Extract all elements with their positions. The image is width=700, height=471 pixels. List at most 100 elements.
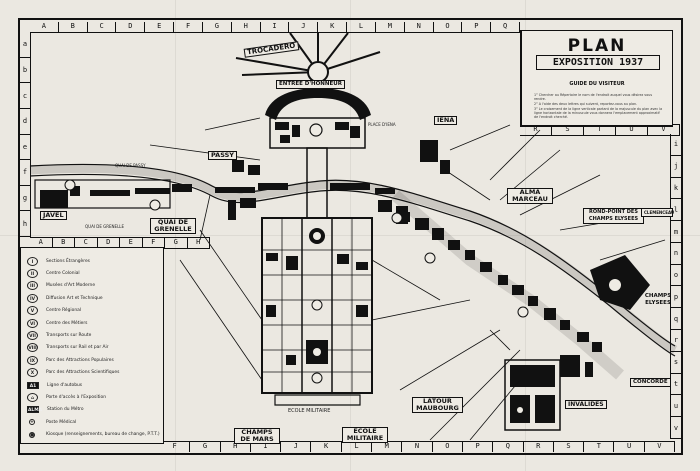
legend-label: Transports sur Route [46, 332, 92, 338]
guide-title: GUIDE DU VISITEUR [569, 81, 625, 87]
grid-column-label: G [165, 238, 188, 248]
fold-line [350, 0, 351, 471]
legend-symbol: II [27, 268, 38, 278]
grid-column-label: O [433, 442, 463, 452]
grid-row-label: o [671, 265, 681, 287]
grid-row-label: d [20, 109, 30, 135]
right-bank-exhibits [391, 140, 624, 380]
fold-line [0, 235, 700, 236]
grid-row-label: j [671, 156, 681, 178]
grid-row-label: s [671, 352, 681, 374]
grid-column-label: T [584, 442, 615, 452]
grid-column-label: H [188, 238, 210, 248]
label-iena: IENA [434, 116, 458, 125]
grid-row-label: e [20, 135, 30, 161]
label-concorde: CONCORDE [630, 378, 671, 387]
title-box: PLAN EXPOSITION 1937 GUIDE DU VISITEUR 1… [520, 30, 673, 127]
grid-column-label: R [520, 125, 552, 135]
street-quai-grenelle: QUAI DE GRENELLE [85, 224, 125, 229]
grid-row-label: q [671, 308, 681, 331]
grid-row-label: m [671, 221, 681, 243]
legend-symbol: I [27, 256, 38, 266]
legend-item: ■Kiosque (renseignements, bureau de chan… [27, 430, 160, 440]
grid-row-label: k [671, 178, 681, 200]
grid-column-label: A [30, 22, 59, 32]
legend-symbol: X [27, 368, 38, 378]
grid-row-label: i [671, 134, 681, 156]
grid-row-label: u [671, 395, 681, 418]
grid-column-label: V [645, 442, 676, 452]
grid-column-label: L [342, 442, 373, 452]
grid-column-label: C [88, 22, 117, 32]
grid-column-label: S [552, 125, 584, 135]
grid-column-label: V [648, 125, 680, 135]
legend-label: Kiosque (renseignements, bureau de chang… [46, 432, 160, 438]
label-champs-elysees: CHAMPS ELYSEES [644, 293, 672, 306]
fold-line [525, 0, 526, 471]
label-latour-maubourg: LATOUR MAUBOURG [412, 397, 463, 413]
legend-label: Musées d'Art Moderne [46, 283, 96, 289]
grid-column-label: E [120, 238, 143, 248]
grid-column-label: F [143, 238, 165, 248]
trocadero-place [307, 61, 329, 83]
grid-row-label: g [20, 186, 30, 212]
invalides-area [504, 359, 561, 431]
legend-symbol: VIII [27, 343, 38, 353]
grid-column-label: E [145, 22, 175, 32]
grid-column-label: J [289, 22, 319, 32]
grid-row-label: l [671, 199, 681, 222]
legend-label: Diffusion Art et Technique [46, 295, 103, 301]
grid-row-label: h [20, 211, 30, 237]
grid-column-label: B [59, 22, 88, 32]
label-clemenceau: CLEMENCEAU [641, 208, 674, 217]
legend-item: IV Diffusion Art et Technique [27, 293, 103, 303]
label-javel: JAVEL [40, 211, 67, 220]
grid-row-label: t [671, 374, 681, 396]
legend-symbol: V [27, 306, 38, 316]
map-title: PLAN [567, 36, 627, 56]
grid-column-label: G [190, 442, 221, 452]
legend-symbol: + [29, 419, 35, 426]
grid-column-label: U [616, 125, 648, 135]
grid-row-label: f [20, 160, 30, 186]
grid-row-label: c [20, 83, 30, 109]
legend-symbol: ALMA [27, 406, 42, 414]
grid-column-label: F [160, 442, 191, 452]
label-alma-marceau: ALMA MARCEAU [507, 188, 553, 204]
fold-line [175, 0, 176, 471]
legend-symbol: IX [27, 355, 38, 365]
grid-column-label: J [281, 442, 312, 452]
legend-label: Ligne d'autobus [47, 382, 83, 388]
grid-column-label: G [203, 22, 232, 32]
legend-label: Sections Étrangères [46, 258, 90, 264]
legend-symbol: A1 [27, 381, 39, 389]
legend-item: +Poste Médical [27, 417, 76, 427]
legend-label: Centre des Métiers [46, 320, 88, 326]
grid-column-label: H [221, 442, 251, 452]
grid-column-label: N [405, 22, 434, 32]
grid-column-label: T [584, 125, 616, 135]
instruction-line: 3° Le croisement de la ligne verticale p… [534, 107, 663, 119]
grid-column-label: N [402, 442, 433, 452]
street-place-iena: PLACE D'IENA [368, 122, 396, 127]
instruction-line: 1° Chercher au Répertoire le nom de l'en… [534, 93, 653, 101]
legend-label: Parc des Attractions Populaires [46, 357, 114, 363]
grid-column-label: K [318, 22, 348, 32]
legend-item: ⌂Porte d'accès à l'Exposition [27, 392, 106, 402]
grid-row-label: v [671, 417, 681, 439]
grid-row-label: n [671, 243, 681, 265]
grid-column-label: C [75, 238, 98, 248]
grid-column-label: P [462, 22, 492, 32]
legend-symbol: IV [27, 293, 38, 303]
label-invalides: INVALIDES [565, 400, 607, 409]
grid-column-label: I [261, 22, 290, 32]
legend-symbol: ⌂ [27, 392, 38, 402]
exhibition-buildings-left [40, 160, 408, 224]
